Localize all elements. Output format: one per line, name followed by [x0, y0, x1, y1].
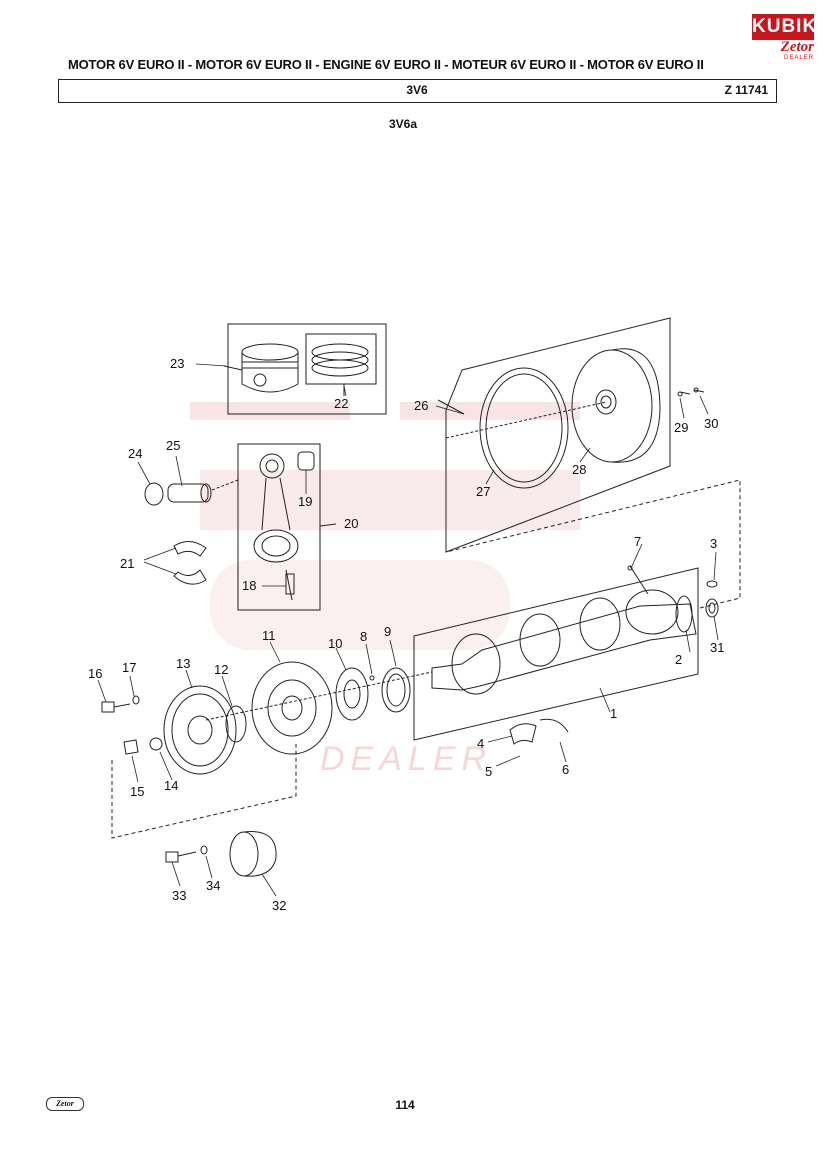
callout-16: 16 — [88, 666, 102, 681]
callout-1: 1 — [610, 706, 617, 721]
callout-29: 29 — [674, 420, 688, 435]
callout-23: 23 — [170, 356, 184, 371]
damper-group — [205, 661, 433, 755]
piston-pin-group — [144, 479, 239, 506]
section-code: 3V6 — [406, 83, 428, 97]
pulley-bolts — [101, 695, 297, 839]
callout-22: 22 — [334, 396, 348, 411]
footer-zetor-logo: Zetor — [46, 1097, 84, 1111]
callout-4: 4 — [477, 736, 484, 751]
logo-kubik-text: KUBIK — [752, 14, 816, 40]
page-number: 114 — [395, 1098, 415, 1112]
callout-24: 24 — [128, 446, 142, 461]
callout-2: 2 — [675, 652, 682, 667]
callout-26: 26 — [414, 398, 428, 413]
callout-25: 25 — [166, 438, 180, 453]
callout-17: 17 — [122, 660, 136, 675]
logo-zetor-text: Zetor — [780, 39, 814, 55]
callout-10: 10 — [328, 636, 342, 651]
watermark-text: DEALER — [320, 740, 492, 778]
conrod-bearing-shells — [173, 541, 207, 585]
leader-lines — [97, 363, 719, 897]
callout-34: 34 — [206, 878, 220, 893]
callout-7: 7 — [634, 534, 641, 549]
connecting-rod-group — [237, 443, 337, 611]
callout-20: 20 — [344, 516, 358, 531]
kubik-zetor-logo: KUBIK Zetor DEALER — [752, 14, 816, 62]
callout-28: 28 — [572, 462, 586, 477]
callout-12: 12 — [214, 662, 228, 677]
callout-27: 27 — [476, 484, 490, 499]
callout-31: 31 — [710, 640, 724, 655]
logo-dealer-text: DEALER — [783, 55, 814, 61]
callout-5: 5 — [485, 764, 492, 779]
callout-8: 8 — [360, 629, 367, 644]
sub-section-code: 3V6a — [388, 117, 418, 131]
callout-30: 30 — [704, 416, 718, 431]
callout-13: 13 — [176, 656, 190, 671]
crankshaft-group — [413, 479, 741, 745]
callout-3: 3 — [710, 536, 717, 551]
piston-group — [223, 323, 387, 415]
callout-32: 32 — [272, 898, 286, 913]
drawing-code: Z 11741 — [724, 83, 768, 97]
callout-6: 6 — [562, 762, 569, 777]
pulley-group — [163, 685, 247, 775]
front-gear-group — [335, 667, 411, 721]
callout-14: 14 — [164, 778, 178, 793]
callout-19: 19 — [298, 494, 312, 509]
header-box: 3V6 Z 11741 — [58, 79, 777, 103]
callout-15: 15 — [130, 784, 144, 799]
callout-9: 9 — [384, 624, 391, 639]
callout-33: 33 — [172, 888, 186, 903]
flywheel-group — [437, 317, 705, 553]
callout-18: 18 — [242, 578, 256, 593]
callout-11: 11 — [262, 628, 276, 643]
page-title: MOTOR 6V EURO II - MOTOR 6V EURO II - EN… — [68, 57, 704, 72]
hub-group — [165, 831, 277, 877]
watermark: DEALER — [190, 402, 580, 778]
callout-21: 21 — [120, 556, 134, 571]
callout-labels: 1 2 3 4 5 6 7 8 9 10 11 12 13 14 15 16 1… — [88, 356, 724, 913]
